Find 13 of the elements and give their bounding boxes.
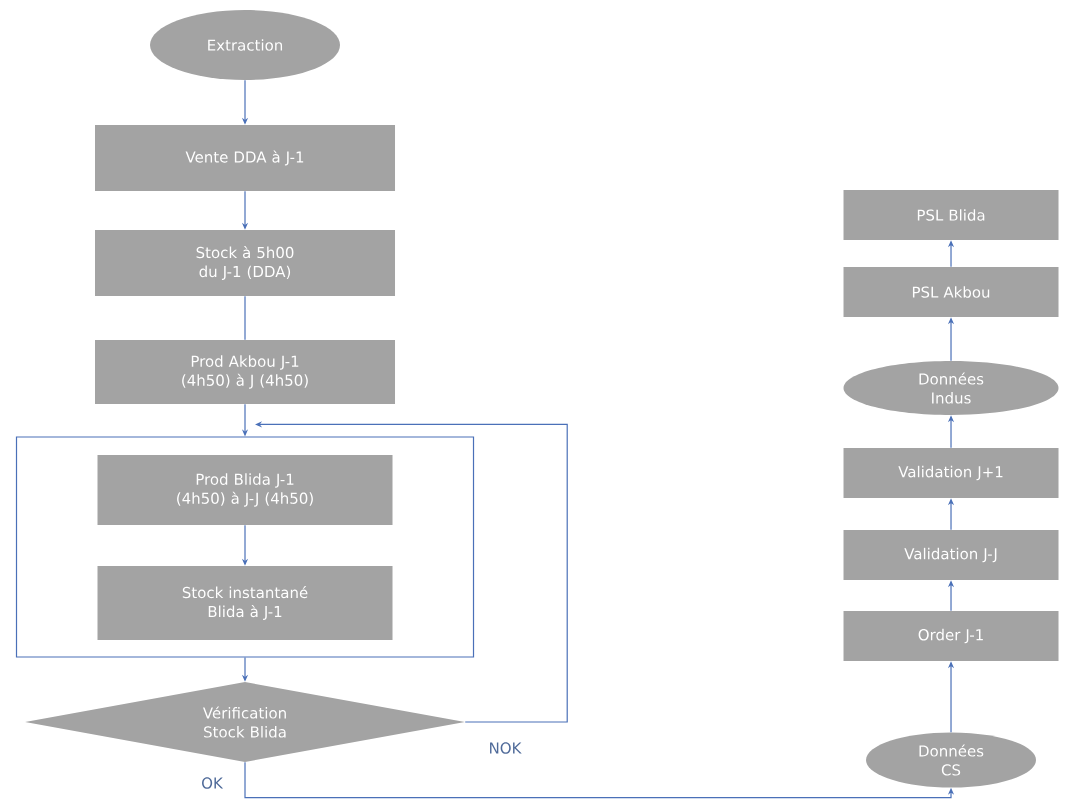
process-box: PSL Akbou xyxy=(843,267,1059,317)
process-box: PSL Blida xyxy=(843,190,1059,240)
group-frame xyxy=(15,436,475,658)
process-box: Prod Akbou J-1 (4h50) à J (4h50) xyxy=(95,340,395,404)
process-box: Stock à 5h00 du J-1 (DDA) xyxy=(95,230,395,296)
process-box: Vente DDA à J-1 xyxy=(95,125,395,191)
process-box: Stock instantané Blida à J-1 xyxy=(97,566,393,640)
edge-label: NOK xyxy=(487,741,523,755)
edge-label: OK xyxy=(200,776,224,790)
process-box: Prod Blida J-1 (4h50) à J-J (4h50) xyxy=(97,455,393,525)
process-box: Validation J-J xyxy=(843,530,1059,580)
process-box: Validation J+1 xyxy=(843,448,1059,498)
process-box: Order J-1 xyxy=(843,611,1059,661)
